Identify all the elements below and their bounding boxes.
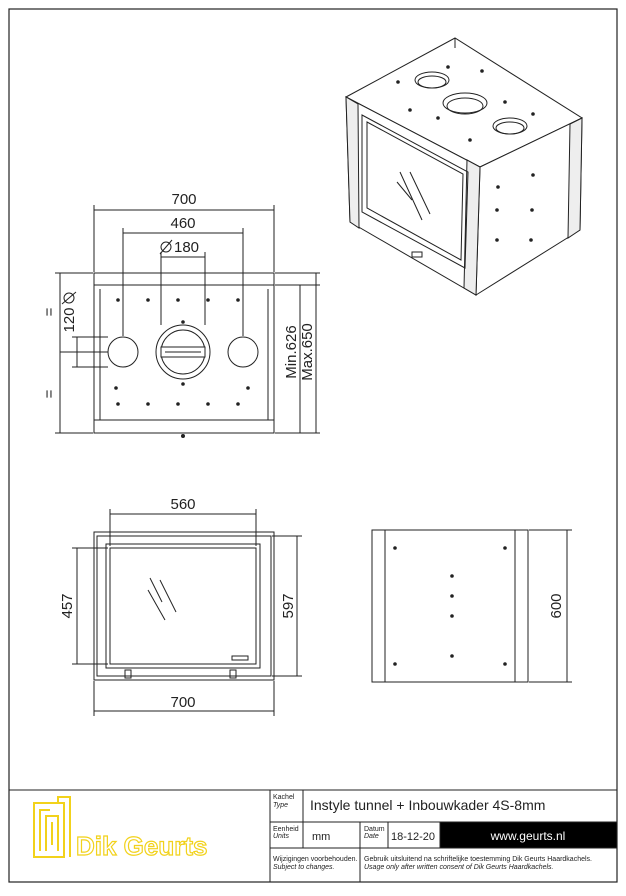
dim-frame-height: 597 [280, 593, 297, 618]
dim-width-700: 700 [171, 191, 196, 208]
door-view [72, 509, 302, 716]
dim-flue-spacing: 460 [170, 215, 195, 232]
type-label: Kachel [273, 794, 295, 801]
dim-glass-width: 560 [170, 496, 195, 513]
equal-mark-bottom: = [41, 389, 58, 398]
dim-side-height: 600 [548, 593, 565, 618]
dim-side-flue: 120 [61, 307, 78, 332]
dim-bottom-width: 700 [170, 694, 195, 711]
date-label-en: Date [364, 833, 379, 840]
dik-geurts-logo-icon [33, 796, 71, 858]
type-label-en: Type [273, 802, 288, 809]
changes-note: Wijzigingen voorbehouden. [273, 856, 357, 863]
usage-note-en: Usage only after written consent of Dik … [364, 864, 554, 871]
website: www.geurts.nl [490, 829, 566, 843]
dim-center-flue: 180 [174, 239, 199, 256]
isometric-view [344, 37, 584, 296]
usage-note: Gebruik uitsluitend na schriftelijke toe… [364, 856, 592, 863]
title-block [8, 789, 618, 883]
equal-mark-top: = [41, 307, 58, 316]
changes-note-en: Subject to changes. [273, 864, 335, 871]
product-title: Instyle tunnel + Inbouwkader 4S-8mm [310, 797, 545, 813]
date-value: 18-12-20 [391, 831, 435, 843]
units-label-en: Units [273, 833, 289, 840]
brand-name: Dik Geurts [76, 831, 208, 861]
diameter-symbol-icon [61, 291, 77, 305]
dim-glass-height: 457 [59, 593, 76, 618]
dim-height-max: Max.650 [299, 323, 316, 381]
units-value: mm [312, 831, 330, 843]
dim-height-min: Min.626 [283, 325, 300, 378]
front-view [55, 205, 320, 438]
date-label: Datum [364, 826, 385, 833]
units-label: Eenheid [273, 826, 299, 833]
side-view [371, 529, 572, 683]
diameter-symbol-icon [159, 239, 173, 255]
